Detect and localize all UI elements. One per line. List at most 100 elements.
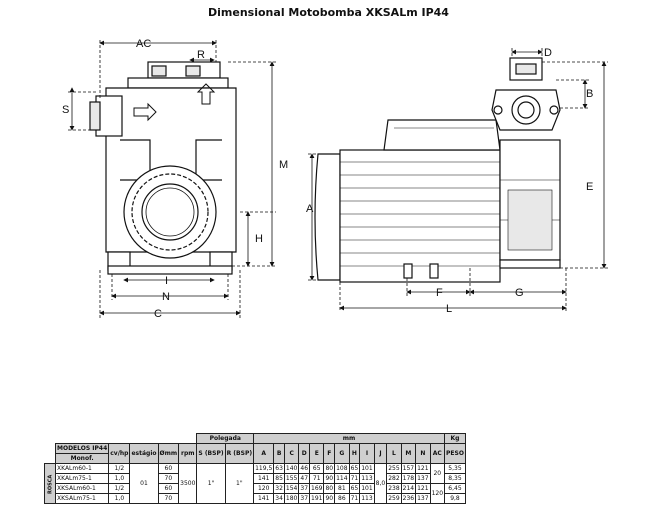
e-cell: 71 bbox=[308, 473, 325, 484]
page-title: Dimensional Motobomba XKSALm IP44 bbox=[208, 6, 449, 19]
dim-label-g: G bbox=[515, 287, 524, 299]
b-cell: 32 bbox=[273, 483, 285, 494]
dim-label-ac: AC bbox=[136, 38, 151, 50]
h-cell: 65 bbox=[348, 463, 361, 474]
model-cell: XKSALm75-1 bbox=[54, 493, 110, 504]
model-cell: XKSALm60-1 bbox=[54, 483, 110, 494]
header-rpm: rpm bbox=[178, 443, 198, 464]
n-cell: 121 bbox=[415, 483, 431, 494]
l-cell: 255 bbox=[386, 463, 402, 474]
m-cell: 214 bbox=[400, 483, 417, 494]
c-cell: 180 bbox=[283, 493, 300, 504]
header-peso: PESO bbox=[444, 443, 466, 464]
d-cell: 37 bbox=[298, 483, 310, 494]
header-d: D bbox=[298, 443, 310, 464]
a-cell: 141 bbox=[253, 493, 275, 504]
cv-cell: 1/2 bbox=[108, 463, 131, 474]
dim-label-e: E bbox=[586, 181, 593, 193]
f-cell: 90 bbox=[323, 493, 336, 504]
diameter-cell: 70 bbox=[157, 473, 180, 484]
m-cell: 236 bbox=[400, 493, 417, 504]
header-cv: cv/hp bbox=[108, 443, 131, 464]
header-e: E bbox=[308, 443, 325, 464]
header-estagio: estágio bbox=[129, 443, 159, 464]
model-cell: XKALm60-1 bbox=[54, 463, 110, 474]
a-cell: 141 bbox=[253, 473, 275, 484]
dim-label-s: S bbox=[62, 104, 69, 116]
dim-label-i: I bbox=[165, 275, 168, 287]
header-i: I bbox=[359, 443, 375, 464]
diameter-cell: 60 bbox=[157, 463, 180, 474]
dim-label-m: M bbox=[279, 159, 288, 171]
e-cell: 191 bbox=[308, 493, 325, 504]
s-bsp-cell: 1" bbox=[196, 463, 226, 504]
pump-dimensional-drawing: AC R S M H I N C bbox=[62, 38, 608, 320]
ac-cell: 20 bbox=[429, 463, 446, 484]
dim-label-c: C bbox=[154, 308, 162, 320]
peso-cell: 8,35 bbox=[444, 473, 466, 484]
header-f: F bbox=[323, 443, 336, 464]
b-cell: 85 bbox=[273, 473, 285, 484]
dim-label-l: L bbox=[446, 303, 452, 315]
header-modelos: MODELOS IP44 bbox=[54, 443, 110, 454]
dim-label-a: A bbox=[306, 203, 314, 215]
l-cell: 238 bbox=[386, 483, 402, 494]
g-cell: 108 bbox=[334, 463, 350, 474]
b-cell: 34 bbox=[273, 493, 285, 504]
estagio-cell: 01 bbox=[129, 463, 159, 504]
peso-cell: 5,35 bbox=[444, 463, 466, 474]
f-cell: 80 bbox=[323, 483, 336, 494]
dim-label-b: B bbox=[586, 88, 593, 100]
n-cell: 137 bbox=[415, 493, 431, 504]
header-g: G bbox=[334, 443, 350, 464]
header-s-bsp: S (BSP) bbox=[196, 443, 226, 464]
i-cell: 113 bbox=[359, 493, 375, 504]
model-cell: XKALm75-1 bbox=[54, 473, 110, 484]
header-n: N bbox=[415, 443, 431, 464]
c-cell: 140 bbox=[283, 463, 300, 474]
h-cell: 65 bbox=[348, 483, 361, 494]
c-cell: 154 bbox=[283, 483, 300, 494]
diameter-cell: 70 bbox=[157, 493, 180, 504]
g-cell: 81 bbox=[334, 483, 350, 494]
header-a: A bbox=[253, 443, 275, 464]
j-cell: 8,0 bbox=[373, 463, 388, 504]
l-cell: 282 bbox=[386, 473, 402, 484]
diameter-cell: 60 bbox=[157, 483, 180, 494]
header-polegada: Polegada bbox=[196, 433, 255, 444]
d-cell: 46 bbox=[298, 463, 310, 474]
l-cell: 259 bbox=[386, 493, 402, 504]
peso-cell: 6,45 bbox=[444, 483, 466, 494]
ac-cell: 120 bbox=[429, 483, 446, 504]
cv-cell: 1,0 bbox=[108, 493, 131, 504]
header-diameter: Ømm bbox=[157, 443, 180, 464]
dim-label-h: H bbox=[255, 233, 263, 245]
h-cell: 71 bbox=[348, 493, 361, 504]
header-j: J bbox=[373, 443, 388, 464]
header-c: C bbox=[283, 443, 300, 464]
header-l: L bbox=[386, 443, 402, 464]
h-cell: 71 bbox=[348, 473, 361, 484]
header-r-bsp: R (BSP) bbox=[224, 443, 255, 464]
i-cell: 101 bbox=[359, 463, 375, 474]
n-cell: 137 bbox=[415, 473, 431, 484]
c-cell: 155 bbox=[283, 473, 300, 484]
f-cell: 80 bbox=[323, 463, 336, 474]
header-ac: AC bbox=[429, 443, 446, 464]
header-m: M bbox=[400, 443, 417, 464]
a-cell: 120 bbox=[253, 483, 275, 494]
f-cell: 90 bbox=[323, 473, 336, 484]
n-cell: 121 bbox=[415, 463, 431, 474]
dim-label-n: N bbox=[162, 291, 170, 303]
cv-cell: 1/2 bbox=[108, 483, 131, 494]
side-view-dimensions bbox=[308, 48, 608, 312]
b-cell: 63 bbox=[273, 463, 285, 474]
g-cell: 114 bbox=[334, 473, 350, 484]
rpm-cell: 3500 bbox=[178, 463, 198, 504]
header-b: B bbox=[273, 443, 285, 464]
front-view-dimensions bbox=[68, 40, 276, 318]
side-view bbox=[314, 57, 561, 283]
i-cell: 113 bbox=[359, 473, 375, 484]
a-cell: 119,5 bbox=[253, 463, 275, 474]
e-cell: 169 bbox=[308, 483, 325, 494]
